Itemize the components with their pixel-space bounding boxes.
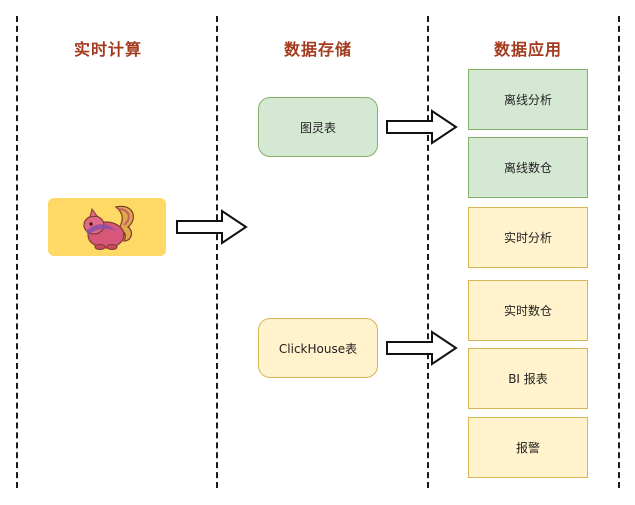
app-label: 离线分析	[503, 93, 552, 107]
storage-hbase-box: 图灵表	[258, 97, 378, 157]
storage-clickhouse-box: ClickHouse表	[258, 318, 378, 378]
app-label: BI 报表	[508, 372, 548, 386]
app-box-alarm: 报警	[468, 417, 588, 478]
app-label: 实时数仓	[503, 304, 552, 318]
divider-right	[618, 16, 620, 488]
divider-mid-2	[427, 16, 429, 488]
app-label: 报警	[515, 441, 540, 455]
storage-clickhouse-label: ClickHouse表	[278, 341, 358, 356]
column-header-apps: 数据应用	[493, 40, 562, 59]
divider-left	[16, 16, 18, 488]
storage-hbase-label: 图灵表	[299, 120, 336, 135]
app-box-bi-report: BI 报表	[468, 348, 588, 409]
app-label: 实时分析	[503, 231, 552, 245]
column-header-storage: 数据存储	[283, 40, 352, 59]
divider-mid-1	[216, 16, 218, 488]
arrow-clickhouse-to-apps	[386, 330, 458, 366]
app-box-offline-analysis: 离线分析	[468, 69, 588, 130]
arrow-hbase-to-apps	[386, 109, 458, 145]
app-box-realtime-warehouse: 实时数仓	[468, 280, 588, 341]
app-label: 离线数仓	[503, 161, 552, 175]
column-header-compute: 实时计算	[73, 40, 142, 59]
arrow-compute-to-storage	[176, 209, 248, 245]
flink-box	[48, 198, 166, 256]
flink-squirrel-icon	[83, 205, 134, 250]
app-box-offline-warehouse: 离线数仓	[468, 137, 588, 198]
app-box-realtime-analysis: 实时分析	[468, 207, 588, 268]
